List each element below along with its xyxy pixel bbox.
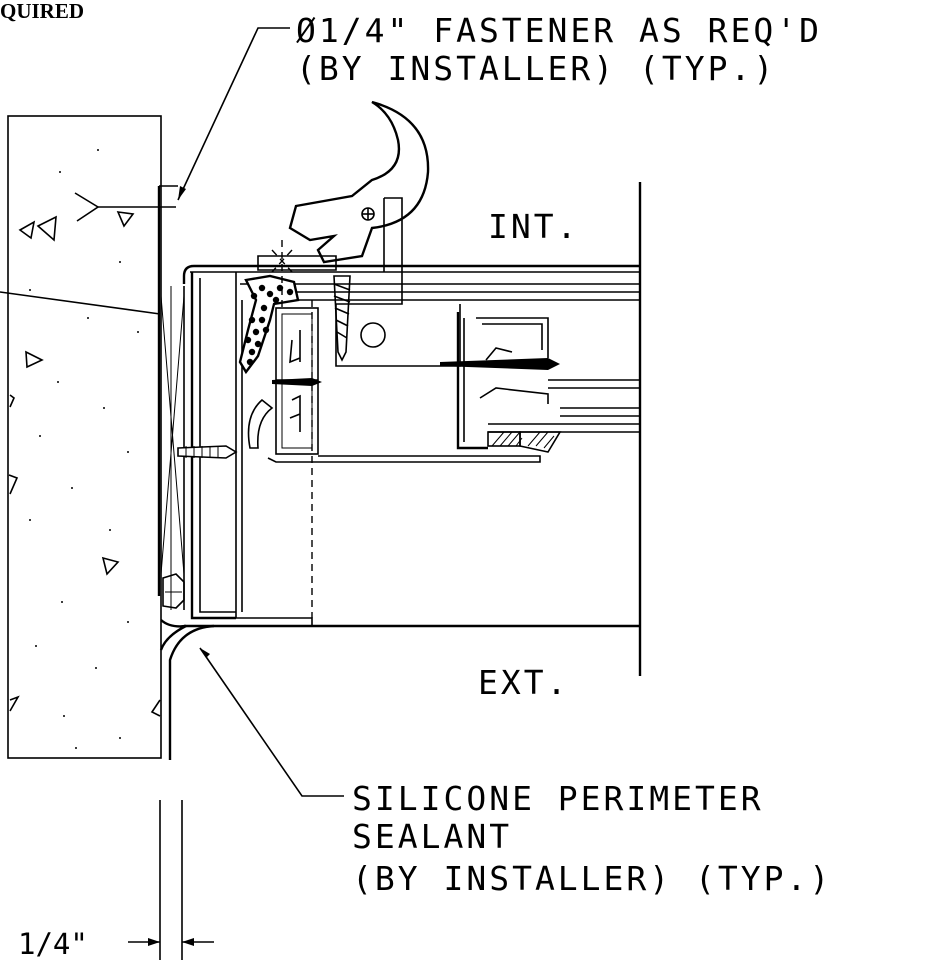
gap-dimension: [128, 800, 214, 960]
bulb-gasket: [238, 274, 300, 375]
exterior-label: EXT.: [478, 663, 569, 702]
glazing-bracket: [335, 304, 640, 453]
interior-label: INT.: [488, 207, 579, 246]
sealant-note-line1: SILICONE PERIMETER: [352, 779, 764, 818]
concrete-wall: [7, 115, 162, 759]
window-frame: [182, 182, 642, 676]
sealant-note-line2: SEALANT: [352, 817, 512, 856]
cut-off-label: QUIRED: [0, 0, 84, 23]
fastener-note-line1: Ø1/4" FASTENER AS REQ'D: [296, 11, 822, 50]
fastener-screws: [177, 275, 560, 459]
sealant-note-line3: (BY INSTALLER) (TYP.): [352, 859, 832, 898]
latch-hook: [257, 100, 430, 310]
weld-symbol: [74, 185, 178, 596]
dimension-label: 1/4": [18, 927, 88, 961]
leader-lines: [0, 27, 344, 797]
fastener-note-line2: (BY INSTALLER) (TYP.): [296, 49, 776, 88]
perimeter-sealant: [159, 619, 215, 760]
